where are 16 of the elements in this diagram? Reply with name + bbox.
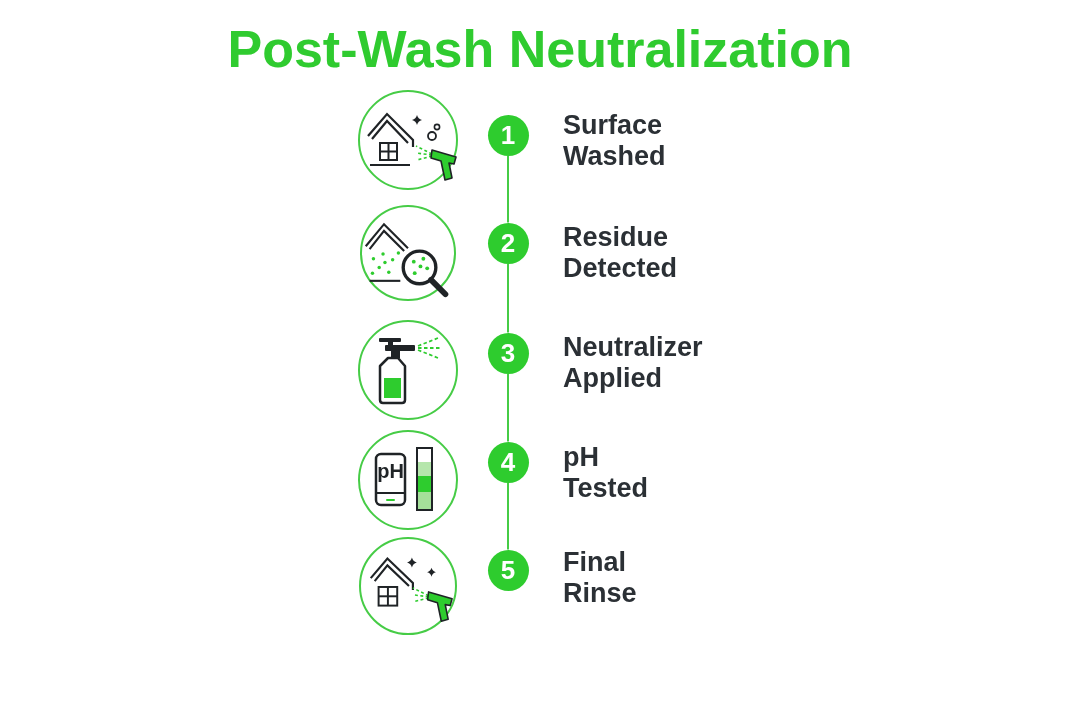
step-number: 3: [487, 332, 529, 374]
connector-line: [507, 154, 509, 224]
step-title: Final Rinse: [563, 547, 637, 609]
connector-line: [507, 481, 509, 551]
meter-reading: pH: [377, 460, 404, 482]
connector-line: [507, 372, 509, 443]
step-number: 5: [487, 549, 529, 591]
step-number: 1: [487, 114, 529, 156]
step-title: Residue Detected: [563, 222, 678, 284]
step-title: Surface Washed: [563, 110, 666, 172]
title: Post-Wash Neutralization: [227, 19, 853, 79]
step-number: 4: [487, 441, 529, 483]
step-number: 2: [487, 222, 529, 264]
step-title: Neutralizer Applied: [563, 332, 703, 394]
step-title: pH Tested: [563, 442, 648, 504]
connector-line: [507, 262, 509, 334]
